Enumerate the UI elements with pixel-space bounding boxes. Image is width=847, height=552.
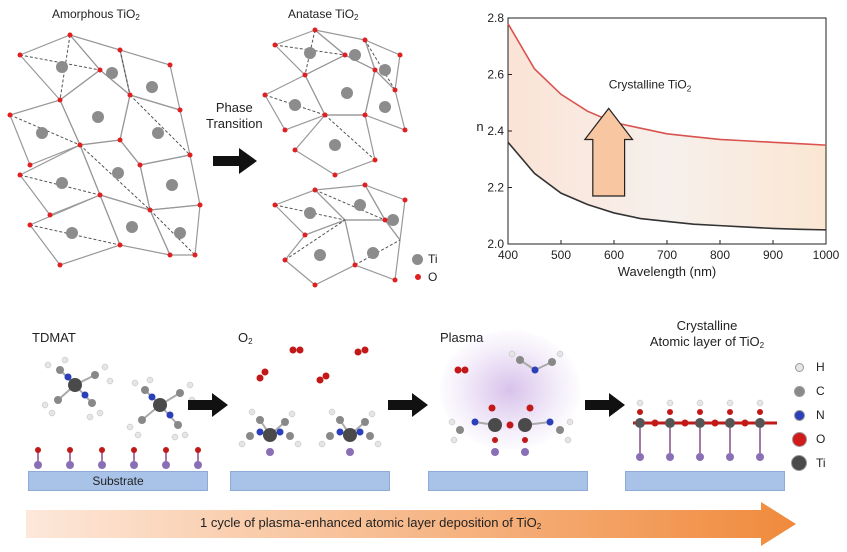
legend-item-h: H [790, 355, 826, 379]
y-tick-label: 2.4 [487, 124, 504, 138]
step-arrow-3 [585, 393, 625, 417]
legend-label: Ti [816, 456, 826, 470]
legend-label: O [816, 432, 826, 446]
stage2-label: O2 [238, 330, 253, 346]
legend-ti-label: Ti [428, 252, 438, 266]
legend-item-n: N [790, 403, 826, 427]
structure-legend: Ti O [412, 250, 438, 286]
amorphous-structure [7, 32, 203, 268]
legend-label: H [816, 360, 825, 374]
y-tick-label: 2.6 [487, 68, 504, 82]
substrate-stage2 [230, 471, 390, 491]
o-atom-icon [791, 431, 807, 447]
x-tick-label: 1000 [813, 248, 840, 262]
legend-label: C [816, 384, 825, 398]
c-atom-icon [793, 385, 805, 397]
substrate-stage3 [428, 471, 588, 491]
n-atom-icon [793, 409, 805, 421]
x-axis-label: Wavelength (nm) [618, 264, 717, 279]
crystalline-annotation: Crystalline TiO2 [609, 78, 692, 94]
amorphous-title: Amorphous TiO2 [52, 7, 140, 22]
x-tick-label: 400 [498, 248, 518, 262]
legend-item-o: O [790, 427, 826, 451]
step-arrow-1 [188, 393, 228, 417]
x-tick-label: 600 [604, 248, 624, 262]
process-arrow [26, 502, 796, 546]
y-axis-label: n [476, 119, 483, 134]
h-atom-icon [794, 362, 804, 372]
stage1-surface [34, 447, 202, 469]
refractive-index-chart: 400 500 600 700 800 900 1000 2.0 2.2 2.4 2.6 2.8Wav… [476, 11, 840, 279]
process-arrow-label: 1 cycle of plasma-enhanced atomic layer … [200, 515, 542, 531]
substrate-stage4 [625, 471, 785, 491]
anatase-structure [262, 27, 408, 288]
ti-atom-icon [791, 455, 807, 471]
x-tick-label: 900 [763, 248, 783, 262]
increase-arrow [583, 107, 634, 197]
y-tick-label: 2.0 [487, 237, 504, 251]
x-tick-label: 800 [710, 248, 730, 262]
y-tick-label: 2.8 [487, 11, 504, 25]
o-dot-icon [415, 274, 421, 280]
legend-o-label: O [428, 270, 438, 284]
x-tick-label: 500 [551, 248, 571, 262]
stage3-label: Plasma [440, 330, 484, 345]
stage4-label: Crystalline Atomic layer of TiO2 [649, 318, 765, 350]
legend-label: N [816, 408, 825, 422]
annotation-subscript: 2 [687, 85, 692, 94]
stage3-molecules [448, 350, 574, 456]
legend-item-c: C [790, 379, 826, 403]
x-tick-label: 700 [657, 248, 677, 262]
series-line-0 [507, 23, 827, 146]
substrate-stage1: Substrate [28, 471, 208, 491]
ti-dot-icon [412, 253, 423, 265]
shaded-band [508, 23, 826, 230]
step-arrow-2 [388, 393, 428, 417]
phase-transition-arrow [213, 148, 257, 174]
stage4-layer [633, 399, 777, 461]
phase-transition-label: Phase Transition [206, 100, 263, 131]
series-line-1 [507, 141, 827, 231]
y-tick-label: 2.2 [487, 181, 504, 195]
stage1-label: TDMAT [32, 330, 76, 345]
stage2-molecules [238, 346, 382, 456]
legend-item-ti: Ti [790, 451, 826, 475]
anatase-title: Anatase TiO2 [288, 7, 359, 22]
